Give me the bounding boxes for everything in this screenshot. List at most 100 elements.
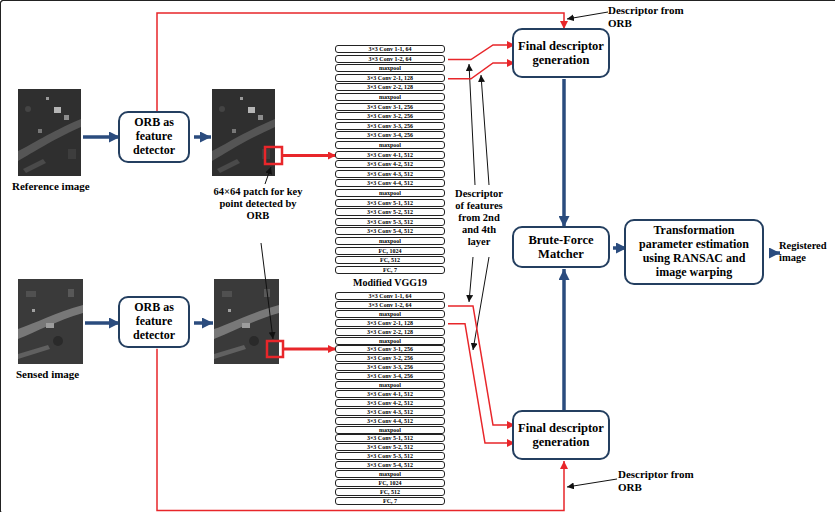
flow-arrow — [194, 321, 213, 325]
connector — [562, 269, 566, 411]
node-text: maxpool — [379, 94, 401, 100]
layer-box: 3×3 Conv 3-3, 256 — [335, 363, 445, 371]
leader-line — [567, 479, 617, 487]
layer-box: 3×3 Conv 5-1, 512 — [335, 434, 445, 442]
layer-box: 3×3 Conv 2-2, 128 — [335, 328, 445, 336]
layer-box: 3×3 Conv 5-4, 512 — [335, 461, 445, 469]
layer-box: FC, 512 — [335, 256, 445, 264]
layer-box: 3×3 Conv 3-3, 256 — [335, 122, 445, 130]
node-text: Transformation parameter estimation usin… — [630, 224, 758, 279]
node-text: 3×3 Conv 3-1, 256 — [367, 104, 413, 110]
node-text: maxpool — [379, 471, 401, 477]
process-box: ORB as feature detector — [118, 296, 190, 347]
leader-line — [469, 64, 475, 185]
layer-box: 3×3 Conv 3-4, 256 — [335, 131, 445, 139]
layer-box: 3×3 Conv 4-1, 512 — [335, 390, 445, 398]
node-text: maxpool — [379, 190, 401, 196]
layer-box: maxpool — [335, 381, 445, 389]
connector — [448, 45, 515, 60]
connector — [562, 79, 566, 227]
layer-box: 3×3 Conv 2-1, 128 — [335, 74, 445, 82]
node-text: maxpool — [379, 238, 401, 244]
layer-box: 3×3 Conv 2-2, 128 — [335, 83, 445, 91]
node-text: 3×3 Conv 5-1, 512 — [367, 435, 413, 441]
node-text: 3×3 Conv 3-3, 256 — [367, 123, 413, 129]
node-text: 3×3 Conv 4-2, 512 — [367, 161, 413, 167]
layer-box: 3×3 Conv 3-2, 256 — [335, 354, 445, 362]
layer-box: FC, 7 — [335, 497, 445, 505]
node-text: 3×3 Conv 2-2, 128 — [367, 329, 413, 335]
connector — [157, 349, 564, 511]
leader-line — [473, 257, 489, 350]
node-text: FC, 7 — [383, 267, 397, 273]
layer-box: maxpool — [335, 337, 445, 345]
node-text: 3×3 Conv 1-2, 64 — [368, 56, 411, 62]
layer-box: 3×3 Conv 3-1, 256 — [335, 345, 445, 353]
layer-box: maxpool — [335, 141, 445, 149]
node-text: 3×3 Conv 4-2, 512 — [367, 400, 413, 406]
process-box: Transformation parameter estimation usin… — [624, 219, 764, 285]
layer-box: 3×3 Conv 1-2, 64 — [335, 301, 445, 309]
callout-label: Descriptor from ORB — [618, 468, 718, 493]
layer-box: 3×3 Conv 4-2, 512 — [335, 399, 445, 407]
process-box: Final descriptor generation — [512, 410, 610, 460]
sensed-image — [18, 279, 83, 364]
node-text: 3×3 Conv 5-3, 512 — [367, 219, 413, 225]
leader-line — [469, 257, 473, 302]
layer-box: 3×3 Conv 1-2, 64 — [335, 55, 445, 63]
layer-box: 3×3 Conv 1-1, 64 — [335, 292, 445, 300]
connector — [448, 63, 515, 79]
node-text: maxpool — [379, 338, 401, 344]
layer-box: 3×3 Conv 4-4, 512 — [335, 179, 445, 187]
node-text: FC, 7 — [383, 498, 397, 504]
node-text: 3×3 Conv 3-3, 256 — [367, 364, 413, 370]
flow-arrow — [85, 321, 120, 325]
layer-box: FC, 1024 — [335, 479, 445, 487]
node-text: 3×3 Conv 5-4, 512 — [367, 228, 413, 234]
node-text: 3×3 Conv 4-3, 512 — [367, 171, 413, 177]
layer-box: 3×3 Conv 5-3, 512 — [335, 218, 445, 226]
layer-box: 3×3 Conv 5-4, 512 — [335, 227, 445, 235]
node-text: Final descriptor generation — [518, 39, 604, 68]
node-text: 3×3 Conv 5-1, 512 — [367, 200, 413, 206]
node-text: maxpool — [379, 427, 401, 433]
detected-sensed-image — [214, 279, 279, 364]
node-text: 3×3 Conv 3-2, 256 — [367, 355, 413, 361]
leader-line — [261, 243, 273, 339]
layer-box: 3×3 Conv 4-2, 512 — [335, 160, 445, 168]
flow-arrow — [83, 135, 120, 139]
layer-box: maxpool — [335, 237, 445, 245]
node-text: FC, 512 — [380, 489, 400, 495]
layer-box: 3×3 Conv 3-2, 256 — [335, 112, 445, 120]
patch-arrow — [283, 154, 336, 157]
patch-box — [267, 341, 283, 357]
node-text: Brute-Force Matcher — [518, 233, 604, 262]
node-text: Final descriptor generation — [518, 421, 604, 450]
layer-box: 3×3 Conv 4-1, 512 — [335, 151, 445, 159]
leader-line — [265, 167, 271, 184]
node-text: maxpool — [379, 65, 401, 71]
node-text: FC, 512 — [380, 257, 400, 263]
layer-box: FC, 1024 — [335, 247, 445, 255]
node-text: 3×3 Conv 5-2, 512 — [367, 444, 413, 450]
node-text: 3×3 Conv 2-2, 128 — [367, 84, 413, 90]
image-caption: Sensed image — [16, 368, 106, 381]
layer-box: 3×3 Conv 3-4, 256 — [335, 372, 445, 380]
reference-image — [18, 89, 81, 176]
layer-box: maxpool — [335, 64, 445, 72]
layer-box: 3×3 Conv 2-1, 128 — [335, 319, 445, 327]
process-box: Brute-Force Matcher — [512, 226, 610, 268]
patch-arrow — [284, 348, 336, 351]
node-text: maxpool — [379, 382, 401, 388]
node-text: maxpool — [379, 142, 401, 148]
node-text: 3×3 Conv 3-1, 256 — [367, 346, 413, 352]
layer-box: maxpool — [335, 470, 445, 478]
node-text: 3×3 Conv 1-2, 64 — [368, 302, 411, 308]
node-text: 3×3 Conv 1-1, 64 — [368, 293, 411, 299]
callout-label: Descriptor of features from 2nd and 4th … — [450, 188, 508, 248]
node-text: maxpool — [379, 311, 401, 317]
node-text: 3×3 Conv 4-4, 512 — [367, 418, 413, 424]
layer-box: maxpool — [335, 426, 445, 434]
layer-box: 3×3 Conv 5-2, 512 — [335, 208, 445, 216]
flow-arrow — [194, 135, 211, 139]
